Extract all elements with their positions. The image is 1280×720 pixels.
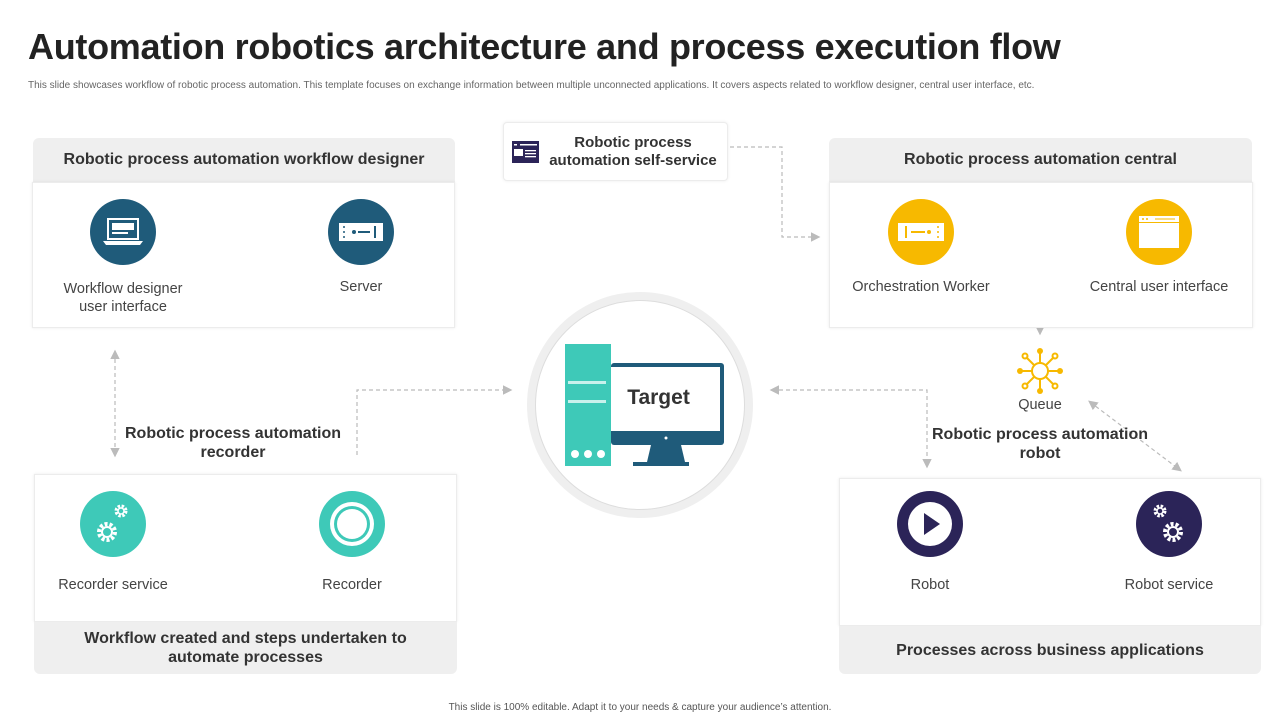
arrow-target-robot: [769, 385, 932, 469]
gears-icon: [1136, 491, 1202, 557]
self-service-label: Robotic process automation self-service: [549, 133, 717, 169]
robot-service-label: Robot service: [1124, 577, 1214, 593]
page-title: Automation robotics architecture and pro…: [28, 26, 1061, 67]
workflow-designer-heading: Robotic process automation workflow desi…: [33, 138, 455, 182]
recorder-footer: Workflow created and steps undertaken to…: [34, 622, 457, 674]
browser-window-icon: [512, 140, 539, 163]
browser-window-icon: [1126, 199, 1192, 265]
computer-icon: [565, 344, 724, 466]
arrow-selfservice-central: [730, 146, 821, 242]
play-icon: [897, 491, 963, 557]
server-icon: [328, 199, 394, 265]
robot-footer: Processes across business applications: [839, 626, 1261, 674]
arrow-recorder-target: [356, 385, 513, 455]
workflow-designer-ui-label: Workflow designer user interface: [63, 281, 183, 315]
network-hub-icon: [1017, 348, 1063, 394]
arrow-queue-robot: [1088, 400, 1182, 472]
recorder-service-label: Recorder service: [58, 577, 168, 593]
robot-label: Robot: [910, 577, 950, 593]
server-icon: [888, 199, 954, 265]
recorder-heading: Robotic process automation recorder: [124, 425, 342, 461]
record-icon: [319, 491, 385, 557]
target-label: Target: [627, 386, 690, 409]
central-ui-label: Central user interface: [1089, 279, 1229, 295]
server-label: Server: [339, 279, 383, 295]
footer-note: This slide is 100% editable. Adapt it to…: [448, 702, 832, 713]
gears-icon: [80, 491, 146, 557]
laptop-icon: [90, 199, 156, 265]
orchestration-worker-label: Orchestration Worker: [852, 279, 990, 295]
self-service-box: Robotic process automation self-service: [503, 122, 728, 181]
central-panel: [829, 182, 1253, 328]
recorder-label: Recorder: [322, 577, 382, 593]
robot-heading: Robotic process automation robot: [931, 426, 1149, 462]
queue-label: Queue: [1018, 397, 1062, 413]
central-heading: Robotic process automation central: [829, 138, 1252, 182]
page-subtitle: This slide showcases workflow of robotic…: [28, 80, 1035, 91]
